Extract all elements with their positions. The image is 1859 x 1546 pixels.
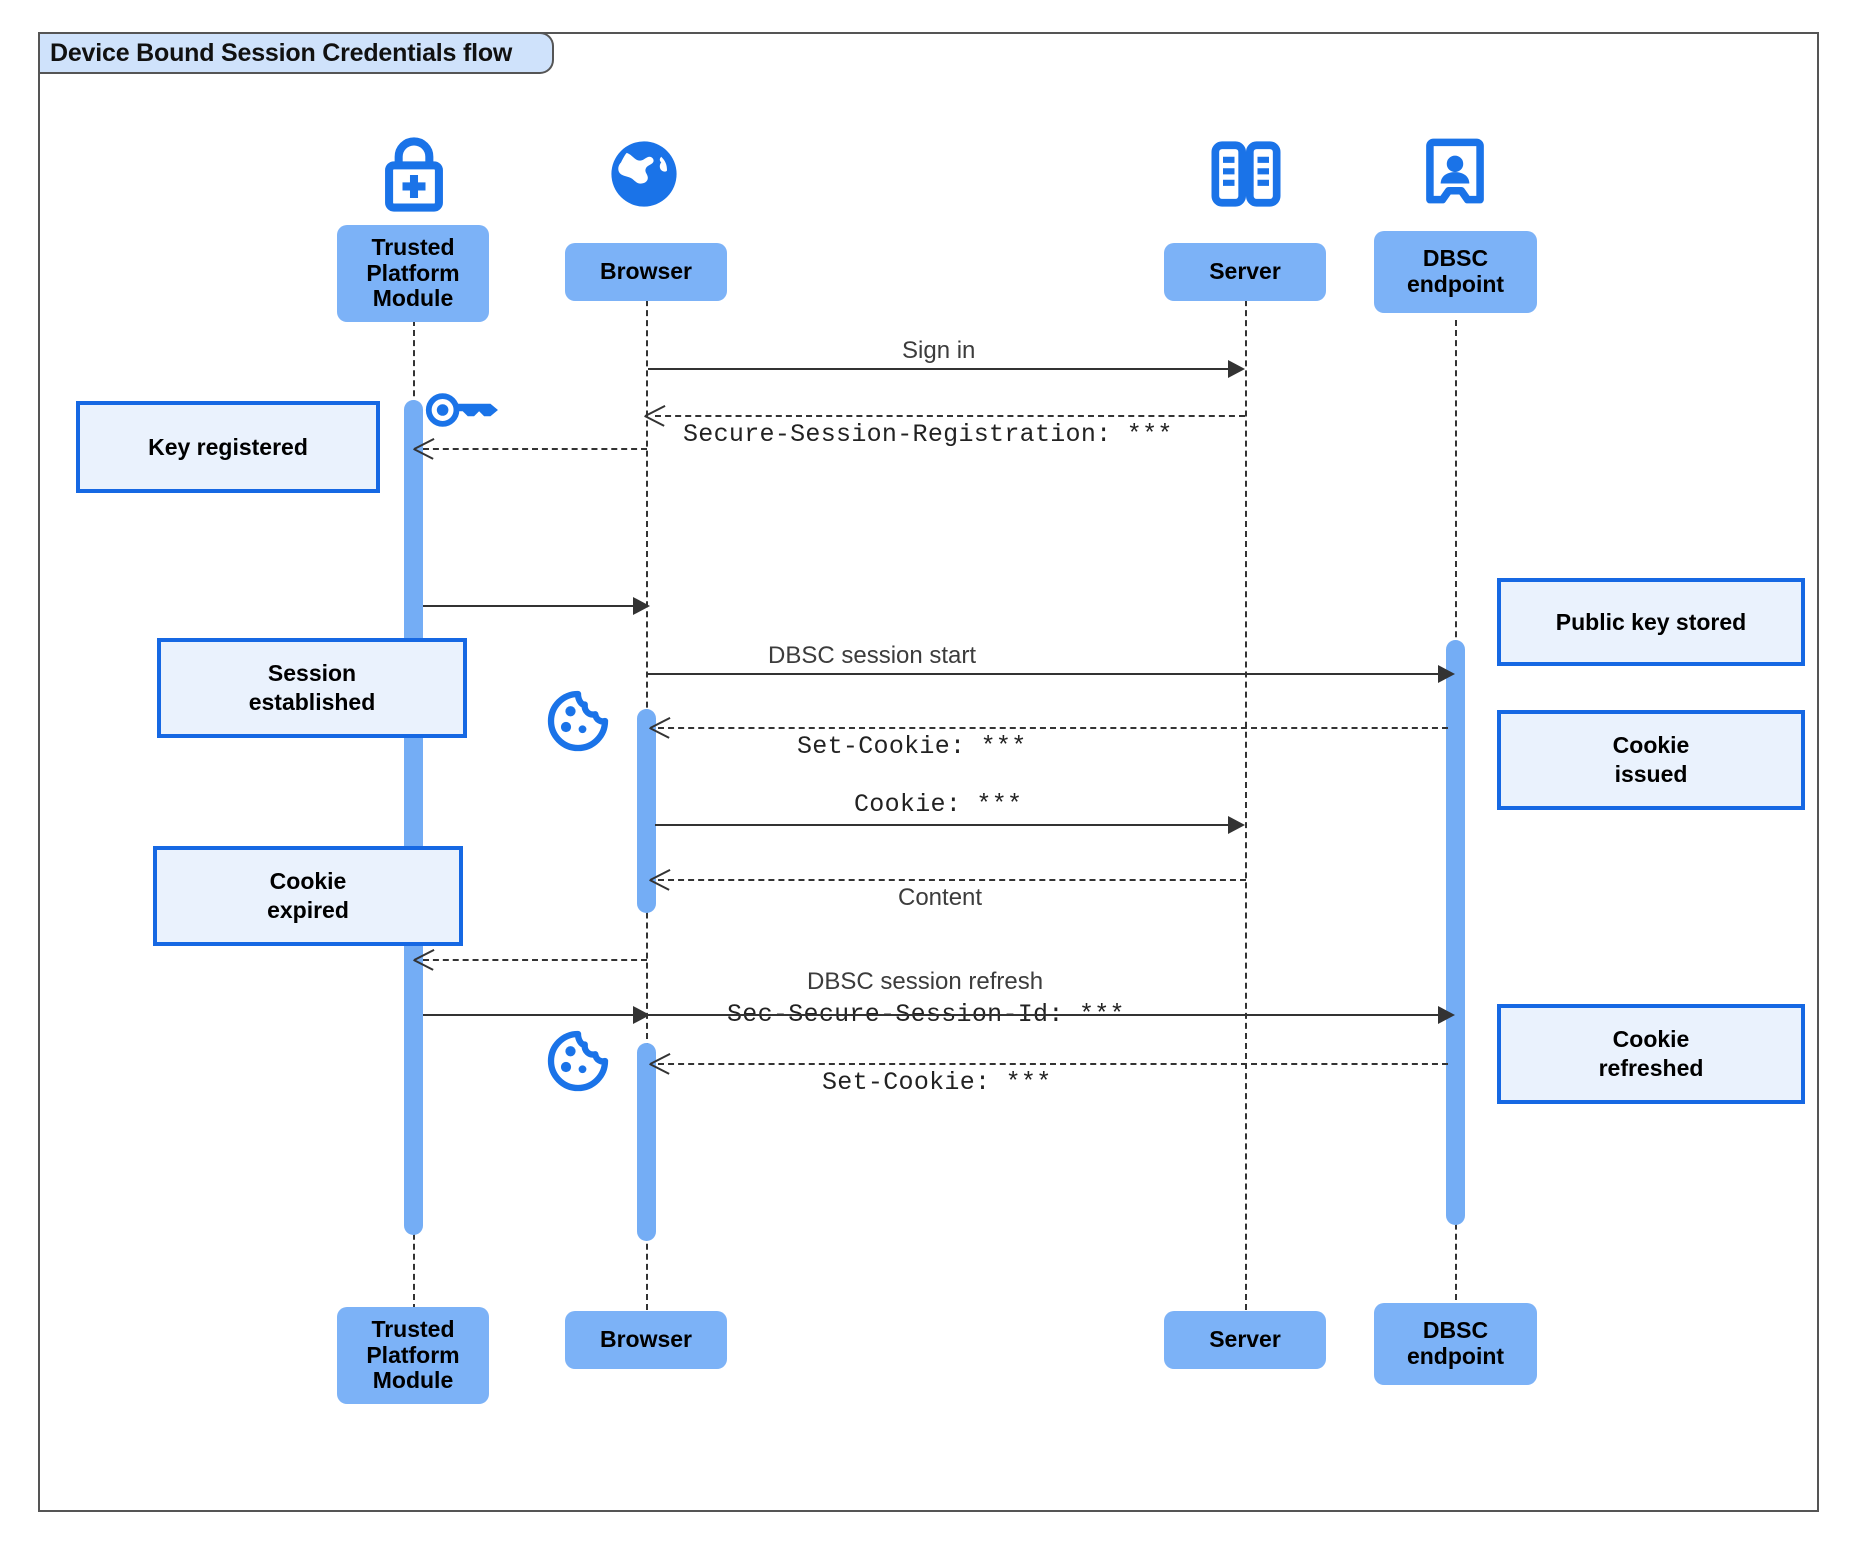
arrowhead-right-cookie	[1228, 816, 1245, 834]
lock-plus-icon	[368, 128, 460, 225]
participant-label-line1: DBSC	[1422, 1317, 1489, 1344]
note-text-line1: Cookie	[269, 868, 347, 895]
title-tab-notch	[526, 32, 555, 74]
message-label-set-cookie-2: Set-Cookie: ***	[822, 1068, 1052, 1097]
note-text-line2: established	[248, 689, 376, 715]
message-line-content	[658, 879, 1246, 881]
message-line-set-cookie-1	[658, 727, 1448, 729]
message-line-tpm-to-browser-key	[423, 605, 645, 607]
message-line-secure-session-registration	[655, 415, 1245, 417]
participant-label-line2: Platform	[366, 1341, 460, 1368]
note-cookie-issued: Cookie issued	[1497, 710, 1805, 810]
cookie-icon	[545, 1028, 611, 1099]
arrowhead-right-sign-in	[1228, 360, 1245, 378]
activation-bar-browser-1	[637, 709, 656, 913]
arrowhead-left-set-cookie-1	[650, 718, 670, 738]
message-label-set-cookie-1: Set-Cookie: ***	[797, 732, 1027, 761]
participant-server-header[interactable]: Server	[1164, 243, 1326, 301]
participant-label: Browser	[599, 1326, 693, 1353]
note-session-established: Session established	[157, 638, 467, 738]
participant-dbsc-header[interactable]: DBSC endpoint	[1374, 231, 1537, 313]
note-key-registered: Key registered	[76, 401, 380, 493]
message-line-browser-to-tpm-refresh	[423, 959, 647, 961]
note-text-line1: Session	[267, 660, 357, 687]
participant-browser-header[interactable]: Browser	[565, 243, 727, 301]
participant-label-line1: DBSC	[1422, 245, 1489, 272]
message-line-browser-to-tpm-register	[423, 448, 647, 450]
participant-dbsc-footer[interactable]: DBSC endpoint	[1374, 1303, 1537, 1385]
participant-label: Browser	[599, 258, 693, 285]
participant-tpm-header[interactable]: Trusted Platform Module	[337, 225, 489, 322]
note-text-line2: expired	[267, 897, 349, 923]
arrowhead-left-secure-session-registration	[645, 406, 665, 426]
diagram-frame	[38, 32, 1819, 1512]
cookie-icon	[545, 688, 611, 759]
arrowhead-right-dbsc-session-start	[1438, 665, 1455, 683]
diagram-title: Device Bound Session Credentials flow	[50, 38, 513, 67]
note-text-line1: Cookie	[1612, 1026, 1690, 1053]
arrowhead-left-browser-to-tpm-refresh	[414, 950, 434, 970]
arrowhead-right-refresh-browser	[633, 1006, 650, 1024]
arrowhead-left-content	[650, 870, 670, 890]
note-cookie-expired: Cookie expired	[153, 846, 463, 946]
diagram-title-tab: Device Bound Session Credentials flow	[38, 32, 529, 74]
arrowhead-left-set-cookie-2	[650, 1054, 670, 1074]
participant-label-line3: Module	[372, 285, 454, 312]
message-label-cookie: Cookie: ***	[854, 790, 1023, 819]
server-rack-icon	[1200, 128, 1292, 225]
participant-label-line2: endpoint	[1406, 271, 1505, 297]
message-label-sign-in: Sign in	[902, 337, 976, 364]
participant-label-line1: Trusted	[371, 1315, 455, 1342]
id-badge-icon	[1412, 128, 1498, 219]
message-line-dbsc-session-start	[648, 673, 1448, 675]
participant-browser-footer[interactable]: Browser	[565, 1311, 727, 1369]
lifeline-server	[1245, 280, 1247, 1310]
message-label-dbsc-session-refresh: DBSC session refresh	[807, 968, 1044, 995]
participant-tpm-footer[interactable]: Trusted Platform Module	[337, 1307, 489, 1404]
activation-bar-browser-2	[637, 1043, 656, 1241]
message-label-secure-session-registration: Secure-Session-Registration: ***	[683, 420, 1173, 449]
participant-label: Server	[1209, 258, 1281, 285]
message-label-dbsc-session-start: DBSC session start	[768, 642, 977, 669]
globe-icon	[598, 128, 690, 225]
note-text-line1: Cookie	[1612, 732, 1690, 759]
message-line-sign-in	[648, 368, 1235, 370]
message-label-content: Content	[898, 884, 983, 911]
note-public-key-stored: Public key stored	[1497, 578, 1805, 666]
note-text-line2: issued	[1614, 761, 1688, 787]
message-line-cookie	[655, 824, 1235, 826]
participant-label-line2: Platform	[366, 259, 460, 286]
participant-label-line1: Trusted	[371, 233, 455, 260]
message-line-dbsc-session-refresh	[423, 1014, 1448, 1016]
participant-label-line3: Module	[372, 1367, 454, 1394]
key-icon	[425, 382, 503, 443]
participant-server-footer[interactable]: Server	[1164, 1311, 1326, 1369]
activation-bar-tpm	[404, 400, 423, 1235]
arrowhead-right-refresh-dbsc	[1438, 1006, 1455, 1024]
message-line-set-cookie-2	[658, 1063, 1448, 1065]
note-text: Key registered	[148, 433, 308, 460]
note-cookie-refreshed: Cookie refreshed	[1497, 1004, 1805, 1104]
participant-label: Server	[1209, 1326, 1281, 1353]
note-text: Public key stored	[1555, 608, 1747, 635]
note-text-line2: refreshed	[1598, 1055, 1704, 1081]
arrowhead-right-tpm-to-browser-key	[633, 597, 650, 615]
activation-bar-dbsc	[1446, 640, 1465, 1225]
participant-label-line2: endpoint	[1406, 1343, 1505, 1369]
